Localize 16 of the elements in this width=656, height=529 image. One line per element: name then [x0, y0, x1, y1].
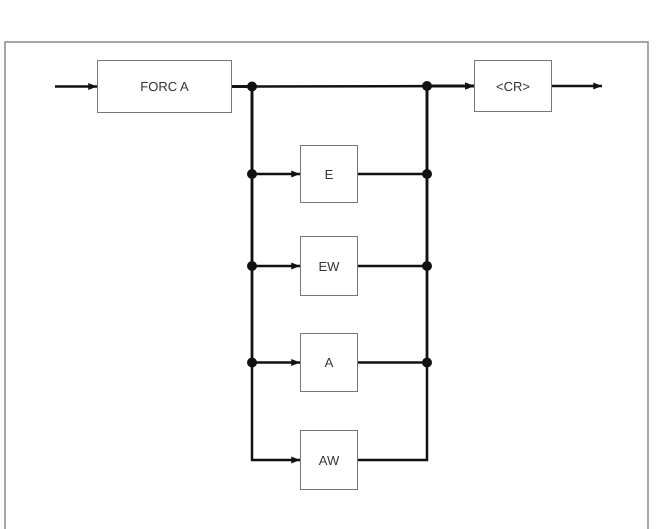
keyword: AW — [318, 452, 340, 468]
arrow — [232, 85, 300, 464]
keyword: E — [324, 166, 334, 182]
syntax-box — [300, 236, 358, 296]
syntax-box — [474, 60, 552, 112]
syntax-box — [300, 430, 358, 490]
arrow — [552, 82, 602, 90]
syntax-box — [300, 145, 358, 203]
arrow — [55, 83, 97, 90]
syntax-box — [97, 60, 232, 113]
keyword: A — [324, 355, 334, 370]
keyword: <CR> — [496, 78, 530, 94]
syntax-box — [300, 333, 358, 392]
keyword: EW — [318, 258, 340, 274]
keyword: FORC A — [140, 79, 189, 94]
arrow — [358, 82, 474, 462]
